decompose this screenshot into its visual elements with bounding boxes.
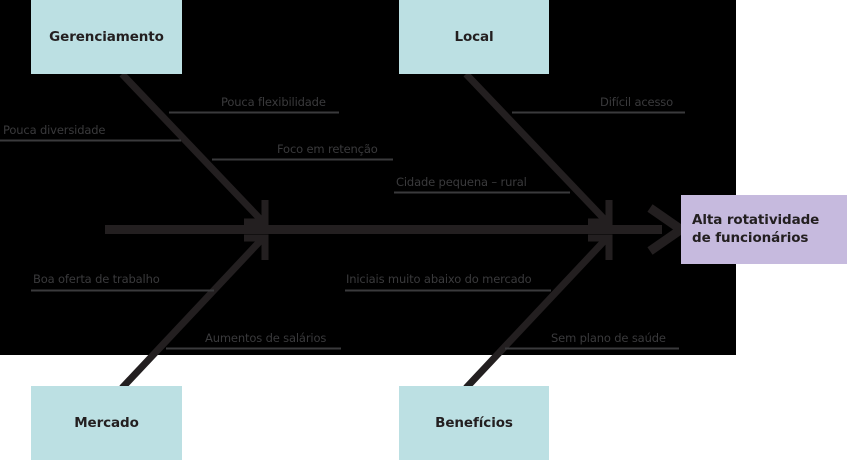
category-box-beneficios[interactable]: Benefícios bbox=[399, 386, 549, 460]
bone-local bbox=[463, 71, 613, 226]
cause-label-boa-oferta-de-trabalho[interactable]: Boa oferta de trabalho bbox=[33, 272, 160, 286]
category-box-local[interactable]: Local bbox=[399, 0, 549, 74]
category-label-gerenciamento: Gerenciamento bbox=[49, 29, 164, 45]
cause-label-aumentos-de-salarios[interactable]: Aumentos de salários bbox=[205, 331, 327, 345]
category-box-mercado[interactable]: Mercado bbox=[31, 386, 182, 460]
category-label-local: Local bbox=[454, 29, 494, 45]
bone-mercado bbox=[119, 234, 269, 391]
cause-label-dificil-acesso[interactable]: Difícil acesso bbox=[600, 95, 674, 109]
category-label-mercado: Mercado bbox=[74, 415, 139, 431]
category-label-beneficios: Benefícios bbox=[435, 415, 513, 431]
bone-gerenciamento bbox=[119, 71, 269, 226]
cause-label-pouca-flexibilidade[interactable]: Pouca flexibilidade bbox=[221, 95, 326, 109]
cause-label-cidade-pequena-rural[interactable]: Cidade pequena – rural bbox=[396, 175, 527, 189]
effect-label-line2: de funcionários bbox=[692, 229, 809, 246]
cause-label-iniciais-muito-abaixo-do-mercado[interactable]: Iniciais muito abaixo do mercado bbox=[346, 272, 532, 286]
category-box-gerenciamento[interactable]: Gerenciamento bbox=[31, 0, 182, 74]
cause-label-sem-plano-de-saude[interactable]: Sem plano de saúde bbox=[551, 331, 666, 345]
bone-beneficios bbox=[463, 234, 613, 391]
spine-arrow bbox=[105, 204, 689, 255]
cause-label-pouca-diversidade[interactable]: Pouca diversidade bbox=[3, 123, 106, 137]
cause-label-foco-em-retencao[interactable]: Foco em retenção bbox=[277, 142, 378, 156]
effect-label-line1: Alta rotatividade bbox=[692, 212, 820, 229]
effect-box[interactable]: Alta rotatividade de funcionários bbox=[681, 195, 847, 264]
